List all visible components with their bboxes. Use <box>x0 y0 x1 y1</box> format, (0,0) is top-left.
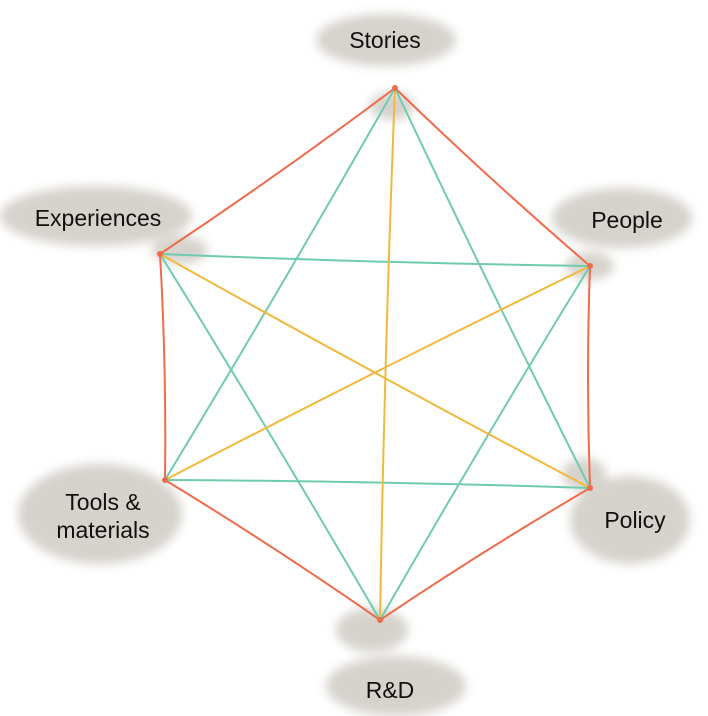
line-connectors-people-tools <box>164 265 591 481</box>
vertex-tools <box>162 477 168 483</box>
line-hexagon-policy-rd <box>379 487 591 621</box>
node-label-policy: Policy <box>604 507 666 533</box>
line-triangles-stories-policy <box>394 87 591 489</box>
line-hexagon-tools-experiences <box>159 253 167 481</box>
line-hexagon-rd-tools <box>164 479 381 621</box>
node-label-stories: Stories <box>349 27 421 53</box>
blob-rd-vertex <box>336 608 408 652</box>
line-triangles-rd-experiences <box>159 253 381 621</box>
vertex-people <box>587 263 593 269</box>
line-triangles-people-rd <box>379 265 591 621</box>
line-triangles-experiences-people <box>159 253 591 267</box>
node-label-experiences: Experiences <box>34 205 162 231</box>
line-triangles-policy-tools <box>164 479 591 489</box>
line-triangles-tools-stories <box>164 87 396 481</box>
vertex-experiences <box>157 251 163 257</box>
blob-people <box>552 188 692 248</box>
blob-tools <box>18 464 182 564</box>
blob-stories <box>316 14 456 66</box>
node-label-people: People <box>591 207 663 233</box>
connection-lines <box>157 85 593 623</box>
blob-experiences <box>0 186 192 246</box>
node-label-tools-materials: Tools & materials <box>56 489 150 543</box>
vertex-rd <box>377 617 383 623</box>
line-hexagon-stories-people <box>394 87 591 267</box>
vertex-policy <box>587 485 593 491</box>
line-hexagon-experiences-stories <box>159 87 396 255</box>
line-hexagon-people-policy <box>587 265 591 489</box>
blob-policy <box>570 476 690 564</box>
node-label-rd: R&D <box>365 677 415 703</box>
vertex-stories <box>392 85 398 91</box>
line-connectors-stories-rd <box>379 87 396 621</box>
blob-rd <box>326 656 466 716</box>
